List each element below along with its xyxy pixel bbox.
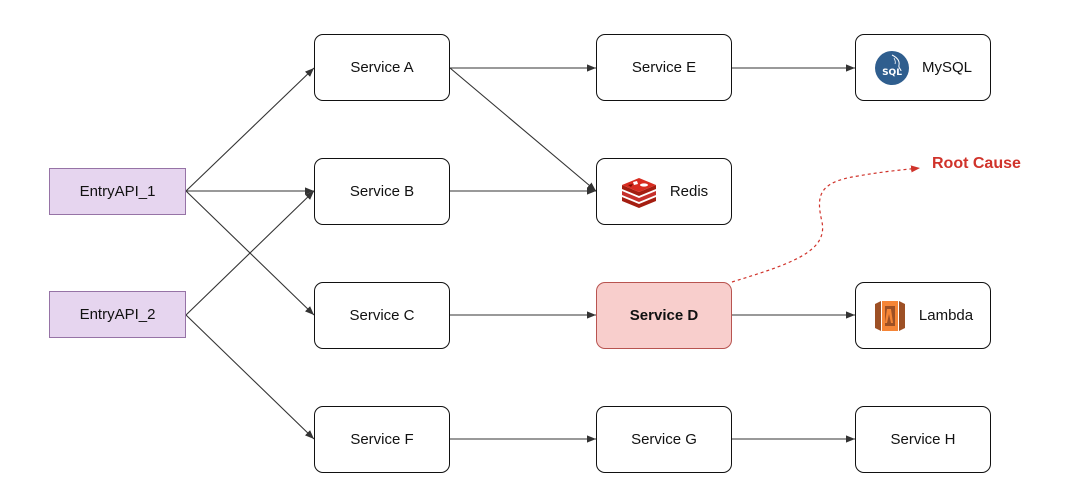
root-cause-pointer — [731, 165, 921, 283]
service-e-node: Service E — [596, 34, 732, 101]
redis-label: Redis — [669, 183, 709, 200]
mysql-node: SQL MySQL — [855, 34, 991, 101]
mysql-label: MySQL — [921, 59, 972, 76]
lambda-label: Lambda — [918, 307, 974, 324]
edge-service-a-to-redis — [449, 67, 597, 192]
service-c-label: Service C — [349, 307, 415, 324]
service-f-node: Service F — [314, 406, 450, 473]
edge-entry2-to-service-b — [185, 190, 315, 316]
service-b-label: Service B — [349, 183, 415, 200]
entry-api-2-node: EntryAPI_2 — [49, 291, 186, 338]
service-d-node: Service D — [596, 282, 732, 349]
svg-text:SQL: SQL — [882, 68, 902, 78]
entry-api-1-node: EntryAPI_1 — [49, 168, 186, 215]
service-h-label: Service H — [890, 431, 956, 448]
service-h-node: Service H — [855, 406, 991, 473]
sql-logo-icon: SQL — [874, 50, 910, 86]
service-a-label: Service A — [350, 59, 414, 76]
lambda-node: Lambda — [855, 282, 991, 349]
service-g-label: Service G — [631, 431, 697, 448]
service-f-label: Service F — [350, 431, 414, 448]
edge-entry2-to-service-f — [185, 314, 315, 440]
entry-api-1-label: EntryAPI_1 — [79, 183, 156, 200]
service-b-node: Service B — [314, 158, 450, 225]
redis-logo-icon — [620, 176, 658, 208]
lambda-logo-icon — [873, 298, 907, 334]
service-c-node: Service C — [314, 282, 450, 349]
entry-api-2-label: EntryAPI_2 — [79, 306, 156, 323]
service-d-label: Service D — [629, 307, 699, 324]
edge-entry1-to-service-a — [185, 67, 315, 192]
redis-node: Redis — [596, 158, 732, 225]
root-cause-label: Root Cause — [932, 155, 1021, 172]
service-a-node: Service A — [314, 34, 450, 101]
service-e-label: Service E — [631, 59, 697, 76]
service-g-node: Service G — [596, 406, 732, 473]
